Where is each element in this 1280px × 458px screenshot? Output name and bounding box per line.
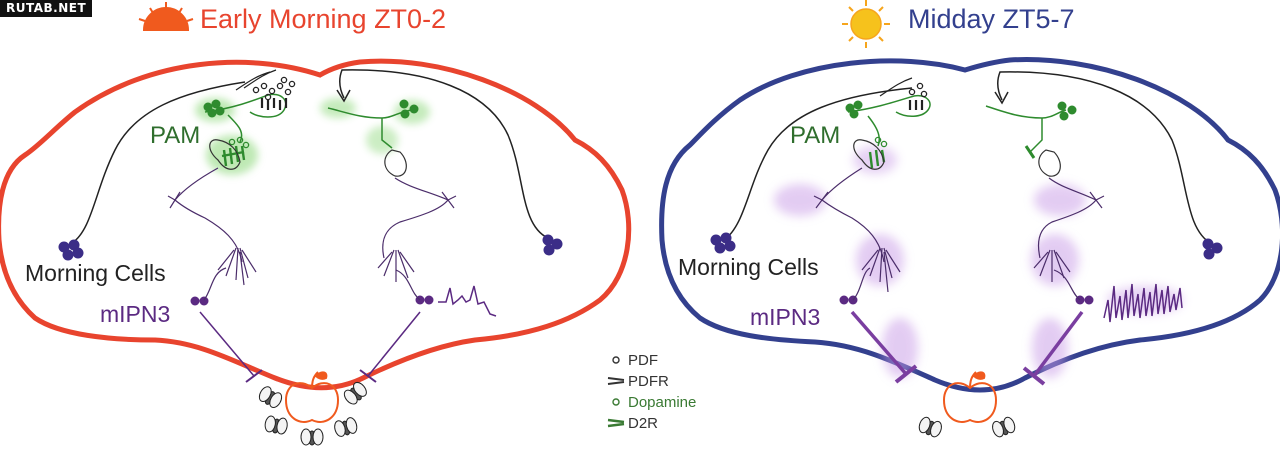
- pam-cluster-right-1: [845, 100, 863, 119]
- mipn3-cells-right: [415, 295, 434, 305]
- title-early-morning: Early Morning ZT0-2: [200, 4, 447, 34]
- food-apple-right: [942, 371, 998, 423]
- morning-cells-cluster-left: [58, 239, 84, 261]
- mipn3-projection-right-panel-left: [850, 310, 908, 376]
- pdfr-receptors-right: [908, 100, 924, 110]
- morning-cell-arbor-right: [377, 249, 415, 282]
- pdfr-receptors-left: [260, 98, 288, 110]
- label-mipn3-right: mIPN3: [750, 304, 821, 330]
- pam-cluster-right-2: [1057, 101, 1077, 121]
- brain-outline-left: [0, 58, 632, 391]
- brain-outline-right: [659, 57, 1280, 393]
- mipn3-projection-left: [199, 311, 255, 377]
- legend-label-pdfr: PDFR: [628, 373, 669, 390]
- d2r-receptor-icon: [607, 418, 625, 428]
- label-morning-cells-left: Morning Cells: [25, 260, 166, 286]
- flies-right: [918, 416, 1016, 438]
- mipn3-cells-left: [190, 296, 209, 306]
- legend-label-d2r: D2R: [628, 415, 659, 432]
- spike-trace-right: [1103, 283, 1183, 323]
- label-pam-left: PAM: [150, 122, 201, 149]
- pam-cluster-left-2: [399, 99, 419, 119]
- flies-left: [258, 381, 367, 446]
- mipn3-cells-right-panel-right: [1075, 295, 1094, 305]
- food-apple-left: [284, 371, 340, 423]
- legend-label-dopamine: Dopamine: [628, 394, 697, 411]
- morning-cells-cluster-right-panel-right: [1202, 238, 1223, 260]
- dopamine-vesicle-icon: [612, 398, 620, 406]
- morning-cells-cluster-right: [542, 234, 563, 256]
- pam-cluster-left-1: [203, 99, 225, 118]
- mipn3-projection-right: [367, 311, 421, 377]
- morning-cell-axon-left: [71, 81, 246, 244]
- label-pam-right: PAM: [790, 122, 841, 149]
- pdf-vesicle-icon: [612, 356, 620, 364]
- pdf-vesicles-left: [252, 76, 296, 101]
- label-mipn3-left: mIPN3: [100, 301, 171, 327]
- watermark: RUTAB.NET: [0, 0, 93, 17]
- title-midday: Midday ZT5-7: [908, 4, 1075, 34]
- pdfr-receptor-icon: [607, 377, 625, 385]
- morning-cell-axon-right: [339, 69, 549, 239]
- morning-cell-arbor-left: [217, 247, 257, 286]
- morning-cells-cluster-right-panel-left: [710, 232, 736, 254]
- label-morning-cells-right: Morning Cells: [678, 254, 819, 280]
- mipn3-projection-right-panel-right: [1032, 310, 1084, 378]
- sun-icon: [842, 0, 890, 48]
- sunrise-icon: [138, 2, 194, 31]
- legend-label-pdf: PDF: [628, 352, 658, 369]
- spike-trace-left: [438, 285, 497, 317]
- pdf-vesicles-right: [908, 82, 928, 98]
